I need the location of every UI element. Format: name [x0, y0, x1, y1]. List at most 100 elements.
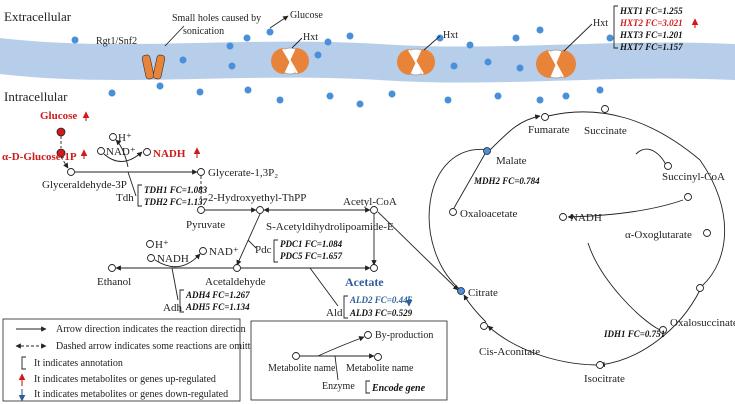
hxt-label-1: Hxt	[303, 32, 318, 43]
nadh-2-node	[147, 254, 155, 262]
ald2-gene: ALD2 FC=0.446	[349, 295, 413, 305]
nad-plus-1-node	[97, 147, 105, 155]
glycerate-node	[197, 168, 205, 176]
nad-plus-2-label: NAD⁺	[209, 246, 239, 258]
pointer-line	[164, 25, 185, 47]
ethanol-node	[108, 264, 116, 272]
fumarate-label: Fumarate	[528, 124, 570, 136]
legend-annotation: It indicates annotation	[34, 358, 123, 369]
cis-aconitate-node	[480, 322, 488, 330]
hxt-transporter-icon	[397, 48, 435, 76]
hxt1-gene: HXT1 FC=1.255	[619, 6, 683, 16]
legend-bracket-icon	[21, 356, 26, 370]
tca-arc	[428, 149, 491, 292]
oxalosuccinate-node	[696, 284, 704, 292]
malate-label: Malate	[496, 155, 527, 167]
intracellular-label: Intracellular	[4, 89, 68, 104]
acetyl-coa-label: Acetyl-CoA	[343, 196, 397, 208]
sonication-label: sonication	[183, 26, 224, 37]
nadh-arc	[567, 199, 684, 220]
key-bracket	[365, 380, 370, 394]
ald3-gene: ALD3 FC=0.529	[349, 308, 413, 318]
hxt-label-3: Hxt	[593, 18, 608, 29]
oxalosuccinate-label: Oxalosuccinate	[670, 317, 735, 329]
s-acetyl-label: S-Acetyldihydrolipoamide-E	[266, 221, 394, 233]
pointer-line	[291, 37, 303, 49]
nadh-1-node	[143, 148, 151, 156]
acetaldehyde-node	[233, 264, 241, 272]
enzyme-link	[309, 267, 339, 307]
legend-arrow: Arrow direction indicates the reaction d…	[56, 324, 246, 335]
h-plus-1-node	[109, 133, 117, 141]
succinate-label: Succinate	[584, 125, 627, 137]
tca-arc	[463, 294, 487, 323]
key-by-production: By-production	[375, 330, 433, 341]
nadh-1-label: NADH	[153, 148, 186, 160]
pointer-line	[563, 23, 593, 52]
tca-arc	[699, 159, 726, 287]
legend-up: It indicates metabolites or genes up-reg…	[34, 374, 216, 385]
succinyl-coa-node	[664, 162, 672, 170]
nadh-tca-label: NADH	[570, 212, 602, 224]
adh4-gene: ADH4 FC=1.267	[185, 290, 250, 300]
legend-down: It indicates metabolites or genes down-r…	[34, 389, 228, 400]
tca-arc	[487, 325, 597, 366]
pdc-label: Pdc	[255, 244, 272, 256]
succinyl-coa-label: Succinyl-CoA	[662, 171, 725, 183]
cofactor-arc	[103, 151, 143, 162]
acetaldehyde-label: Acetaldehyde	[205, 276, 266, 288]
glucose-arrow	[269, 15, 289, 29]
mdh2-gene: MDH2 FC=0.784	[473, 176, 540, 186]
oxalosuccinate-b-node	[659, 326, 667, 334]
h-plus-2-label: H⁺	[155, 239, 169, 251]
glucose-node	[56, 127, 66, 137]
rgt1-snf2-label: Rgt1/Snf2	[96, 36, 137, 47]
nadh-2-label: NADH	[157, 253, 189, 265]
key-metabolite-right: Metabolite name	[346, 363, 414, 374]
tca-arc	[547, 111, 701, 161]
key-by-arc	[317, 336, 365, 357]
adh5-gene: ADH5 FC=1.134	[185, 302, 250, 312]
key-enzyme-link	[334, 355, 339, 381]
key-by-production-node	[364, 331, 372, 339]
malate-node	[483, 147, 491, 155]
succinate-node	[601, 105, 609, 113]
cofactor-arc	[154, 253, 201, 268]
key-box	[250, 320, 448, 401]
adh-label: Adh	[163, 302, 182, 314]
fumarate-node	[541, 113, 549, 121]
extracellular-label: Extracellular	[4, 9, 72, 24]
key-metabolite-left: Metabolite name	[268, 363, 336, 374]
reaction-arrow	[236, 213, 261, 266]
hxt-label-2: Hxt	[443, 30, 458, 41]
oxaloacetate-node	[449, 208, 457, 216]
pdc5-gene: PDC5 FC=1.657	[280, 251, 343, 261]
tdh1-gene: TDH1 FC=1.083	[144, 185, 208, 195]
glucose-1p-label: α-D-Glucose-1P	[2, 151, 77, 163]
nadh-tca-node	[559, 213, 567, 221]
isocitrate-node	[596, 361, 604, 369]
tdh2-gene: TDH2 FC=1.137	[144, 197, 208, 207]
cofactor-arc	[115, 139, 129, 168]
tca-arc	[489, 114, 541, 151]
key-right-node	[374, 353, 382, 361]
acetyl-coa-node	[370, 206, 378, 214]
acetyl-to-citrate-arrow	[377, 211, 459, 291]
nadh-donor-node	[684, 193, 692, 201]
small-holes-label: Small holes caused by	[172, 13, 261, 24]
tca-side	[635, 148, 667, 167]
hxt-transporter-icon	[536, 49, 576, 79]
rgt1-snf2-sensor-icon	[141, 54, 166, 80]
nad-plus-2-node	[199, 247, 207, 255]
key-encode-gene: Encode gene	[371, 383, 426, 394]
tdh-label: Tdh	[116, 192, 134, 204]
hxt-gene-bracket	[613, 5, 618, 49]
enzyme-link	[127, 171, 137, 197]
ald-label: Ald	[326, 307, 343, 319]
enzyme-link	[171, 267, 179, 301]
tca-arc	[599, 289, 701, 368]
oxaloacetate-label: Oxaloacetate	[460, 208, 518, 220]
acetate-label: Acetate	[345, 275, 384, 289]
ethanol-label: Ethanol	[97, 276, 131, 288]
idh1-gene: IDH1 FC=0.751	[603, 329, 665, 339]
